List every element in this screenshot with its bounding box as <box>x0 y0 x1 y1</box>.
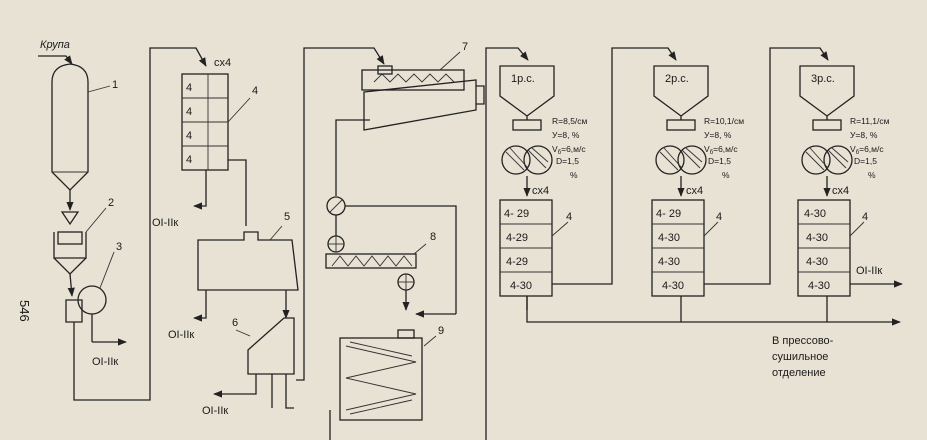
roller-d-3: D=1,5 <box>854 156 877 166</box>
roller-name-3: 3р.с. <box>811 73 835 85</box>
roller-d-2: D=1,5 <box>708 156 731 166</box>
unit-number-7: 7 <box>462 41 468 53</box>
unit-number-4a: 4 <box>252 85 258 97</box>
roller-y-3: У=8, % <box>850 130 878 140</box>
roller-cell-2-2: 4-30 <box>658 232 680 244</box>
output-label-5: OI-IIк <box>168 329 194 341</box>
roller-r-2: R=10,1/см <box>704 116 744 126</box>
roller-group-2 <box>651 65 719 297</box>
unit-number-4c: 4 <box>716 211 722 223</box>
roller-r-1: R=8,5/см <box>552 116 588 126</box>
roller-d-1: D=1,5 <box>556 156 579 166</box>
rotary-valve-1 <box>327 235 345 253</box>
roller-cell-1-1: 4- 29 <box>504 208 529 220</box>
silo-1 <box>51 63 111 191</box>
sieve-5 <box>197 225 299 291</box>
roller-cell-3-1: 4-30 <box>804 208 826 220</box>
roller-cell-2-1: 4- 29 <box>656 208 681 220</box>
roller-cell-1-3: 4-29 <box>506 256 528 268</box>
roller-v-3: Vб=6,м/с <box>850 144 884 156</box>
roller-v-1: Vб=6,м/с <box>552 144 586 156</box>
output-label-6: OI-IIк <box>202 405 228 417</box>
roller-cell-2-3: 4-30 <box>658 256 680 268</box>
unit-number-5: 5 <box>284 211 290 223</box>
roller-pct-1: % <box>570 170 578 180</box>
roller-y-1: У=8, % <box>552 130 580 140</box>
roller-r-3: R=11,1/см <box>850 116 890 126</box>
transport-line-1 <box>73 47 207 401</box>
roller-v-2: Vб=6,м/с <box>704 144 738 156</box>
input-label: Крупа <box>40 39 70 51</box>
output-label-final: OI-IIк <box>856 265 882 277</box>
roller-cell-2-4: 4-30 <box>662 280 684 292</box>
unit-number-8: 8 <box>430 231 436 243</box>
roller-cell-3-3: 4-30 <box>806 256 828 268</box>
sifter-group-1 <box>181 73 251 171</box>
output-label-4: OI-IIк <box>152 217 178 229</box>
sifter-cell-4: 4 <box>186 154 192 166</box>
output-label-3: OI-IIк <box>92 356 118 368</box>
conveyor-8 <box>325 243 427 269</box>
sifter-cell-3: 4 <box>186 130 192 142</box>
unit-number-9: 9 <box>438 325 444 337</box>
press-7 <box>361 51 477 131</box>
sifter-sx4-label-1: сх4 <box>214 57 231 69</box>
unit-number-2: 2 <box>108 197 114 209</box>
mixer-3 <box>65 251 115 323</box>
feeder-2 <box>53 207 107 275</box>
collector-line <box>526 296 901 326</box>
unit-number-4d: 4 <box>862 211 868 223</box>
roller-name-1: 1р.с. <box>511 73 535 85</box>
unit-number-1: 1 <box>112 79 118 91</box>
roller-group-1 <box>499 65 569 297</box>
sifter-cell-1: 4 <box>186 82 192 94</box>
knife-wheel <box>326 196 346 216</box>
roller-cell-1-2: 4-29 <box>506 232 528 244</box>
roller-name-2: 2р.с. <box>665 73 689 85</box>
destination-line-3: отделение <box>772 367 826 379</box>
transport-line-3 <box>485 47 529 440</box>
destination-line-1: В прессово- <box>772 335 834 347</box>
destination-line-2: сушильное <box>772 351 828 363</box>
roller-cell-3-4: 4-30 <box>808 280 830 292</box>
transport-line-2 <box>296 47 385 381</box>
separator-6 <box>235 317 295 375</box>
roller-pct-3: % <box>868 170 876 180</box>
unit-number-4b: 4 <box>566 211 572 223</box>
roller-y-2: У=8, % <box>704 130 732 140</box>
sifter-cell-2: 4 <box>186 106 192 118</box>
dryer-9 <box>339 329 437 421</box>
roller-group-3 <box>797 65 865 297</box>
roller-cell-3-2: 4-30 <box>806 232 828 244</box>
rotary-valve-2 <box>397 273 415 291</box>
input-line <box>38 55 73 65</box>
roller-pct-2: % <box>722 170 730 180</box>
roller-sx4-2: сх4 <box>686 185 703 197</box>
roller-sx4-1: сх4 <box>532 185 549 197</box>
page-number: 546 <box>17 300 32 322</box>
unit-number-3: 3 <box>116 241 122 253</box>
roller-sx4-3: сх4 <box>832 185 849 197</box>
unit-number-6: 6 <box>232 317 238 329</box>
roller-cell-1-4: 4-30 <box>510 280 532 292</box>
